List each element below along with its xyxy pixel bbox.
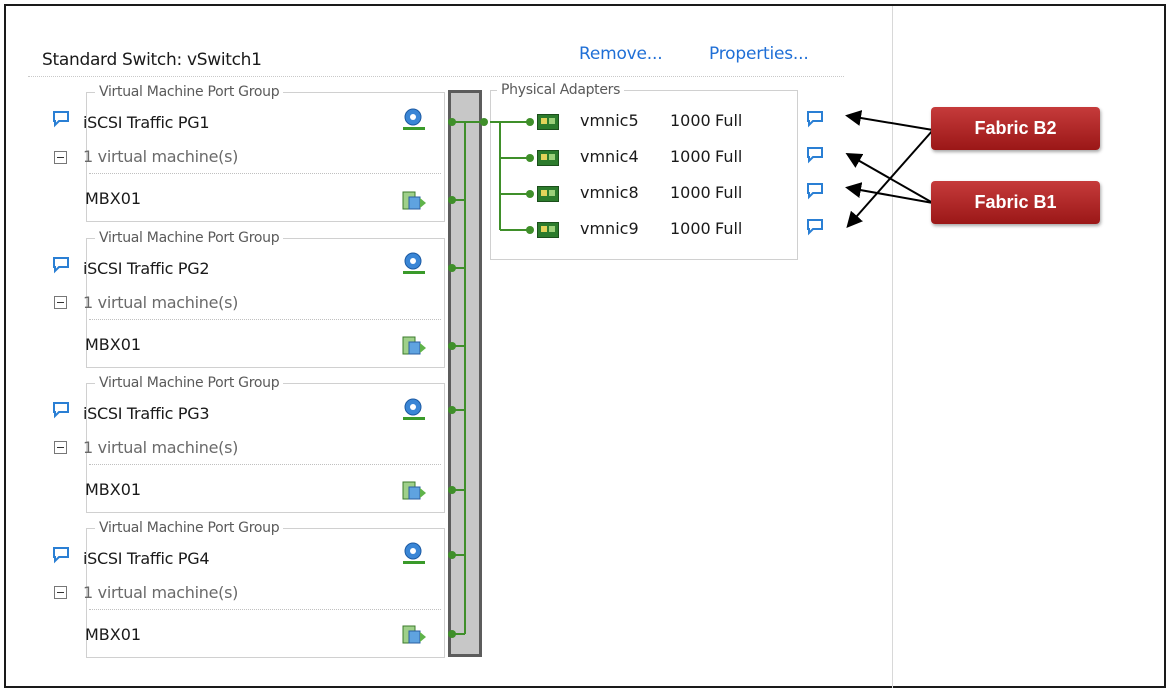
port-group-divider [89,173,441,174]
virtual-machine-icon [402,336,426,355]
network-globe-icon [403,252,425,274]
speech-bubble-icon[interactable] [52,110,70,128]
port-group-legend: Virtual Machine Port Group [95,230,284,246]
network-globe-icon [403,398,425,420]
fabric-b1-callout: Fabric B1 [931,181,1100,224]
panel-divider [892,6,893,688]
port-group-4: Virtual Machine Port Group iSCSI Traffic… [83,520,445,658]
speech-bubble-icon[interactable] [52,256,70,274]
nic-card-icon [537,114,559,130]
title-divider [28,76,844,77]
port-group-divider [89,609,441,610]
fabric-b2-callout: Fabric B2 [931,107,1100,150]
port-group-2: Virtual Machine Port Group iSCSI Traffic… [83,230,445,368]
nic-card-icon [537,222,559,238]
speech-bubble-icon[interactable] [52,546,70,564]
speech-bubble-icon[interactable] [52,401,70,419]
port-group-divider [89,319,441,320]
collapse-icon[interactable] [54,441,67,454]
nic-speed: 1000 [670,147,711,166]
port-group-legend: Virtual Machine Port Group [95,84,284,100]
nic-duplex: Full [715,183,743,202]
virtual-machine-icon [402,481,426,500]
properties-link[interactable]: Properties... [709,44,809,64]
physical-adapters-legend: Physical Adapters [497,82,625,98]
nic-duplex: Full [715,111,743,130]
speech-bubble-icon[interactable] [806,110,824,128]
nic-speed: 1000 [670,183,711,202]
switch-connectors [448,118,488,638]
vswitch-panel: Standard Switch: vSwitch1 Remove... Prop… [6,6,892,688]
nic-duplex: Full [715,219,743,238]
speech-bubble-icon[interactable] [806,182,824,200]
remove-link[interactable]: Remove... [579,44,663,64]
nic-name: vmnic4 [580,147,639,166]
nic-speed: 1000 [670,111,711,130]
nic-card-icon [537,186,559,202]
collapse-icon[interactable] [54,586,67,599]
nic-name: vmnic9 [580,219,639,238]
virtual-machine-icon [402,625,426,644]
adapter-connectors [490,118,534,234]
virtual-machine-icon [402,191,426,210]
port-group-divider [89,464,441,465]
port-group-legend: Virtual Machine Port Group [95,520,284,536]
port-group-legend: Virtual Machine Port Group [95,375,284,391]
network-globe-icon [403,542,425,564]
callout-arrows [845,110,934,228]
port-group-1: Virtual Machine Port Group iSCSI Traffic… [83,84,445,222]
nic-duplex: Full [715,147,743,166]
port-group-3: Virtual Machine Port Group iSCSI Traffic… [83,375,445,513]
nic-speed: 1000 [670,219,711,238]
collapse-icon[interactable] [54,296,67,309]
network-globe-icon [403,108,425,130]
nic-name: vmnic5 [580,111,639,130]
speech-bubble-icon[interactable] [806,218,824,236]
speech-bubble-icon[interactable] [806,146,824,164]
switch-title: Standard Switch: vSwitch1 [42,50,262,70]
nic-card-icon [537,150,559,166]
collapse-icon[interactable] [54,151,67,164]
nic-name: vmnic8 [580,183,639,202]
